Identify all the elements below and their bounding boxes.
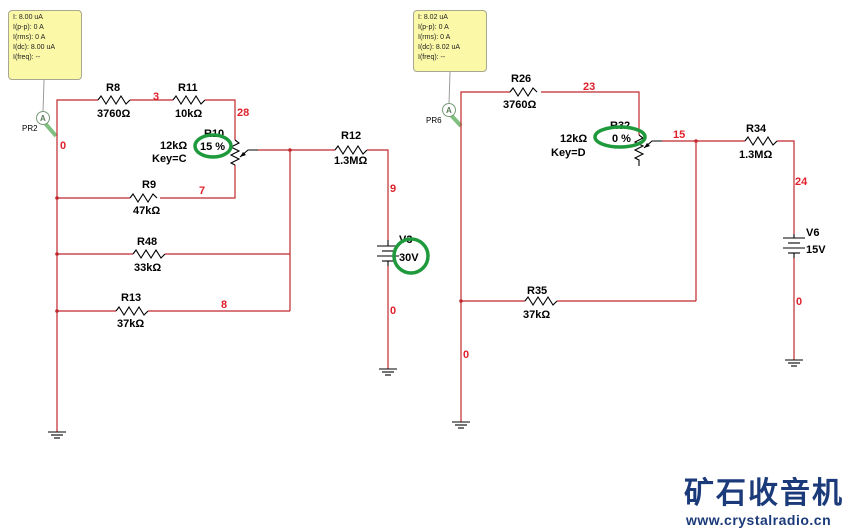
r11-label: R11 — [178, 82, 198, 94]
r48-value: 33kΩ — [134, 262, 161, 274]
ground-icon — [452, 421, 470, 429]
net-label: 0 — [390, 305, 396, 317]
r32-key: Key=D — [551, 147, 586, 159]
svg-text:A: A — [40, 114, 46, 123]
v6-value[interactable]: 15V — [806, 244, 826, 256]
probe-line: I(dc): 8.00 uA — [13, 44, 56, 51]
ammeter-probe-pr6-icon[interactable]: A — [442, 103, 463, 128]
highlight-circle — [193, 133, 233, 159]
resistor-r34-icon[interactable] — [744, 135, 778, 147]
logo-url: www.crystalradio.cn — [686, 512, 832, 528]
probe-label: PR2 — [22, 124, 38, 133]
net-label: 7 — [199, 185, 205, 197]
v6-label: V6 — [806, 227, 819, 239]
left-wires — [55, 99, 389, 432]
net-label: 15 — [673, 129, 685, 141]
svg-text:A: A — [446, 106, 452, 115]
r26-label: R26 — [511, 73, 531, 85]
r10-setting[interactable]: 15 % — [200, 141, 225, 153]
r11-value: 10kΩ — [175, 108, 202, 120]
potentiometer-r32-icon[interactable] — [633, 134, 662, 166]
potentiometer-r10-icon[interactable] — [229, 139, 258, 166]
probe-line: I: 8.02 uA — [418, 14, 448, 21]
highlight-circle — [392, 237, 430, 275]
r48-label: R48 — [137, 236, 157, 248]
r35-label: R35 — [527, 285, 547, 297]
probe-leader — [42, 79, 45, 113]
resistor-r8-icon[interactable] — [97, 94, 131, 106]
resistor-r48-icon[interactable] — [132, 248, 166, 260]
probe-leader — [448, 71, 451, 105]
r13-label: R13 — [121, 292, 141, 304]
right-wires — [459, 91, 795, 422]
probe-pr2-readout: I: 8.00 uA I(p-p): 0 A I(rms): 0 A I(dc)… — [8, 10, 82, 80]
probe-line: I: 8.00 uA — [13, 14, 43, 21]
logo-chinese-text: 矿石收音机 — [684, 476, 844, 511]
r8-value: 3760Ω — [97, 108, 130, 120]
crystalradio-logo: 矿石收音机 www.crystalradio.cn — [684, 468, 844, 528]
r34-label: R34 — [746, 123, 767, 135]
probe-line: I(dc): 8.02 uA — [418, 44, 461, 51]
probe-line: I(freq): -- — [13, 54, 41, 61]
v3-value[interactable]: 30V — [399, 252, 419, 264]
r12-value: 1.3MΩ — [334, 155, 367, 167]
net-label: 0 — [796, 296, 802, 308]
probe-line: I(p-p): 0 A — [13, 24, 44, 31]
r34-value: 1.3MΩ — [739, 149, 772, 161]
r13-value: 37kΩ — [117, 318, 144, 330]
probe-label: PR6 — [426, 116, 442, 125]
net-label: 0 — [60, 140, 66, 152]
r32-value: 12kΩ — [560, 133, 587, 145]
r9-label: R9 — [142, 179, 156, 191]
r32-setting[interactable]: 0 % — [612, 133, 631, 145]
probe-line: I(p-p): 0 A — [418, 24, 449, 31]
ground-icon — [379, 368, 397, 376]
resistor-r9-icon[interactable] — [129, 192, 158, 204]
ground-icon — [785, 359, 803, 367]
ground-icon — [48, 431, 66, 439]
resistor-r12-icon[interactable] — [334, 144, 368, 156]
probe-line: I(freq): -- — [418, 54, 446, 61]
net-label: 23 — [583, 81, 595, 93]
r10-key: Key=C — [152, 153, 187, 165]
resistor-r26-icon[interactable] — [509, 86, 538, 98]
r26-value: 3760Ω — [503, 99, 536, 111]
battery-v6-icon[interactable] — [783, 234, 805, 258]
resistor-r11-icon[interactable] — [172, 94, 206, 106]
net-label: 0 — [463, 349, 469, 361]
r12-label: R12 — [341, 130, 361, 142]
probe-line: I(rms): 0 A — [418, 34, 451, 41]
highlight-circle — [593, 125, 647, 149]
resistor-r13-icon[interactable] — [115, 305, 149, 317]
r35-value: 37kΩ — [523, 309, 550, 321]
ammeter-probe-pr2-icon[interactable]: A — [36, 111, 58, 138]
r10-value: 12kΩ — [160, 140, 187, 152]
net-label: 9 — [390, 183, 396, 195]
resistor-r35-icon[interactable] — [524, 295, 558, 307]
net-label: 3 — [153, 91, 159, 103]
net-label: 24 — [795, 176, 808, 188]
net-label: 8 — [221, 299, 227, 311]
probe-pr6-readout: I: 8.02 uA I(p-p): 0 A I(rms): 0 A I(dc)… — [413, 10, 487, 72]
r9-value: 47kΩ — [133, 205, 160, 217]
probe-line: I(rms): 0 A — [13, 34, 46, 41]
r8-label: R8 — [106, 82, 120, 94]
net-label: 28 — [237, 107, 249, 119]
